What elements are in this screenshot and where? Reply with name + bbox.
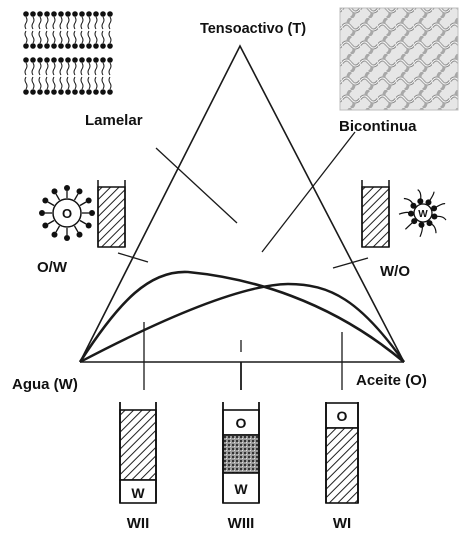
wo-tube-icon	[361, 180, 390, 248]
micelle-oil-core-label: O	[62, 206, 72, 221]
tube-wii: W WII	[119, 402, 157, 532]
lamellar-leader-line	[155, 147, 238, 224]
lamellar-bilayer-icon	[23, 11, 113, 95]
phase-boundary-curve-right	[79, 282, 405, 364]
micelle-water-core-label: W	[418, 209, 428, 220]
lamellar-label: Lamelar	[85, 112, 143, 129]
tube-wiii-label: WIII	[228, 515, 255, 532]
tube-wii-bottom-letter: W	[131, 485, 145, 501]
tube-wi-label: WI	[333, 515, 351, 532]
ternary-triangle	[79, 44, 405, 363]
wo-leader-line	[332, 257, 369, 269]
tube-wiii-bottom-letter: W	[234, 481, 248, 497]
tube-wiii-top-letter: O	[236, 415, 247, 431]
ow-leader-line	[117, 252, 149, 263]
ow-label: O/W	[37, 259, 68, 276]
apex-label: Tensoactivo (T)	[200, 21, 306, 37]
water-vertex-label: Agua (W)	[12, 376, 78, 393]
bicontinuous-label: Bicontinua	[339, 118, 417, 135]
water-in-oil-micelle-icon: W	[398, 189, 447, 238]
tube-wi-top-letter: O	[337, 408, 348, 424]
wo-label: W/O	[380, 263, 410, 280]
bicontinuous-leader-line	[261, 131, 356, 253]
tube-wi: O WI	[325, 402, 359, 532]
tube-wii-label: WII	[127, 515, 150, 532]
oil-vertex-label: Aceite (O)	[356, 372, 427, 389]
tube-wiii: O W WIII	[222, 402, 260, 532]
ow-tube-icon	[97, 180, 126, 248]
oil-in-water-micelle-icon: O	[39, 185, 95, 241]
phase-boundary-curve-left	[78, 270, 405, 363]
bicontinuous-structure-image	[339, 7, 459, 111]
